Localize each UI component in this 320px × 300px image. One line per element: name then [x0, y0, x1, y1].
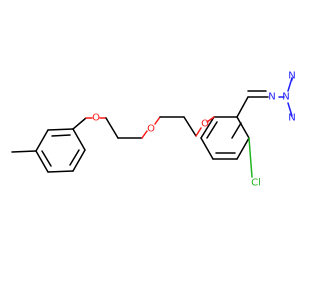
- ether-chain: [72, 116, 202, 139]
- oxygen-atom-label: O: [92, 113, 100, 124]
- nitrogen-atom-label: N: [288, 71, 295, 82]
- chlorophenyl-ring: [200, 116, 250, 160]
- chlorine-atom-label: Cl: [251, 178, 261, 189]
- imine-linkage: [236, 90, 269, 118]
- molecule-structure: O O O N N N N Cl: [11, 71, 296, 189]
- chloro-bond: [248, 137, 253, 178]
- triazole-ring: [278, 77, 293, 117]
- nitrogen-atom-label: N: [268, 92, 275, 103]
- nitrogen-atom-label: N: [282, 92, 289, 103]
- nitrogen-atom-label: N: [288, 113, 295, 124]
- oxygen-atom-label: O: [147, 124, 155, 135]
- oxygen-atom-label: O: [201, 119, 209, 130]
- tolyl-ring: [11, 128, 86, 173]
